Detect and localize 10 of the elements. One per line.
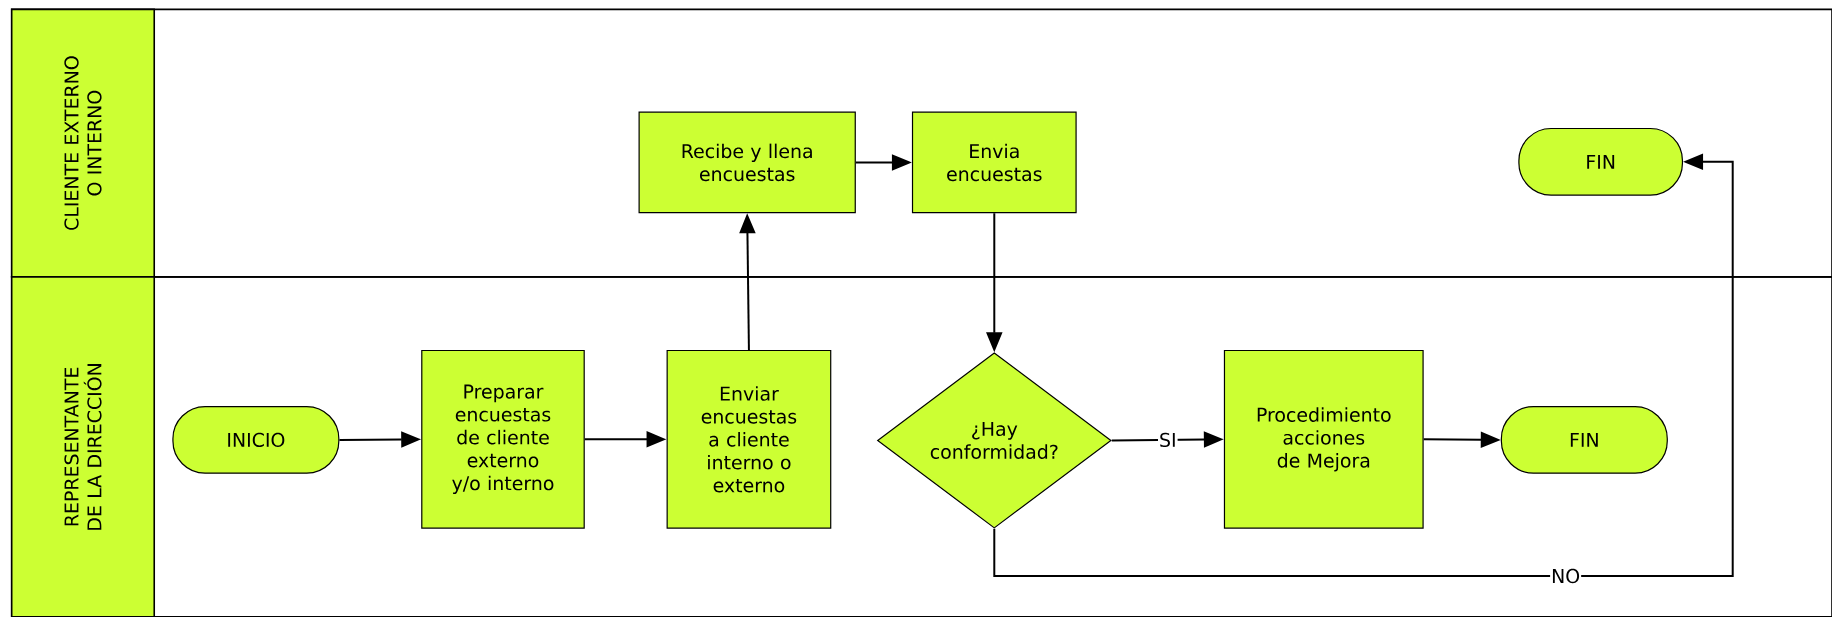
process-box: Preparar encuestas de cliente externo y/o interno bbox=[421, 349, 585, 529]
terminator: INICIO bbox=[172, 406, 340, 474]
terminator: FIN bbox=[1518, 127, 1684, 196]
edge-label: SI bbox=[1160, 432, 1175, 448]
process-box: Enviar encuestas a cliente interno o externo bbox=[666, 349, 832, 529]
process-box: Procedimiento acciones de Mejora bbox=[1223, 349, 1424, 529]
edge-label: NO bbox=[1552, 568, 1580, 584]
process-box: Recibe y llena encuestas bbox=[638, 111, 856, 214]
terminator: FIN bbox=[1500, 406, 1668, 474]
process-box: Envia encuestas bbox=[911, 111, 1077, 214]
